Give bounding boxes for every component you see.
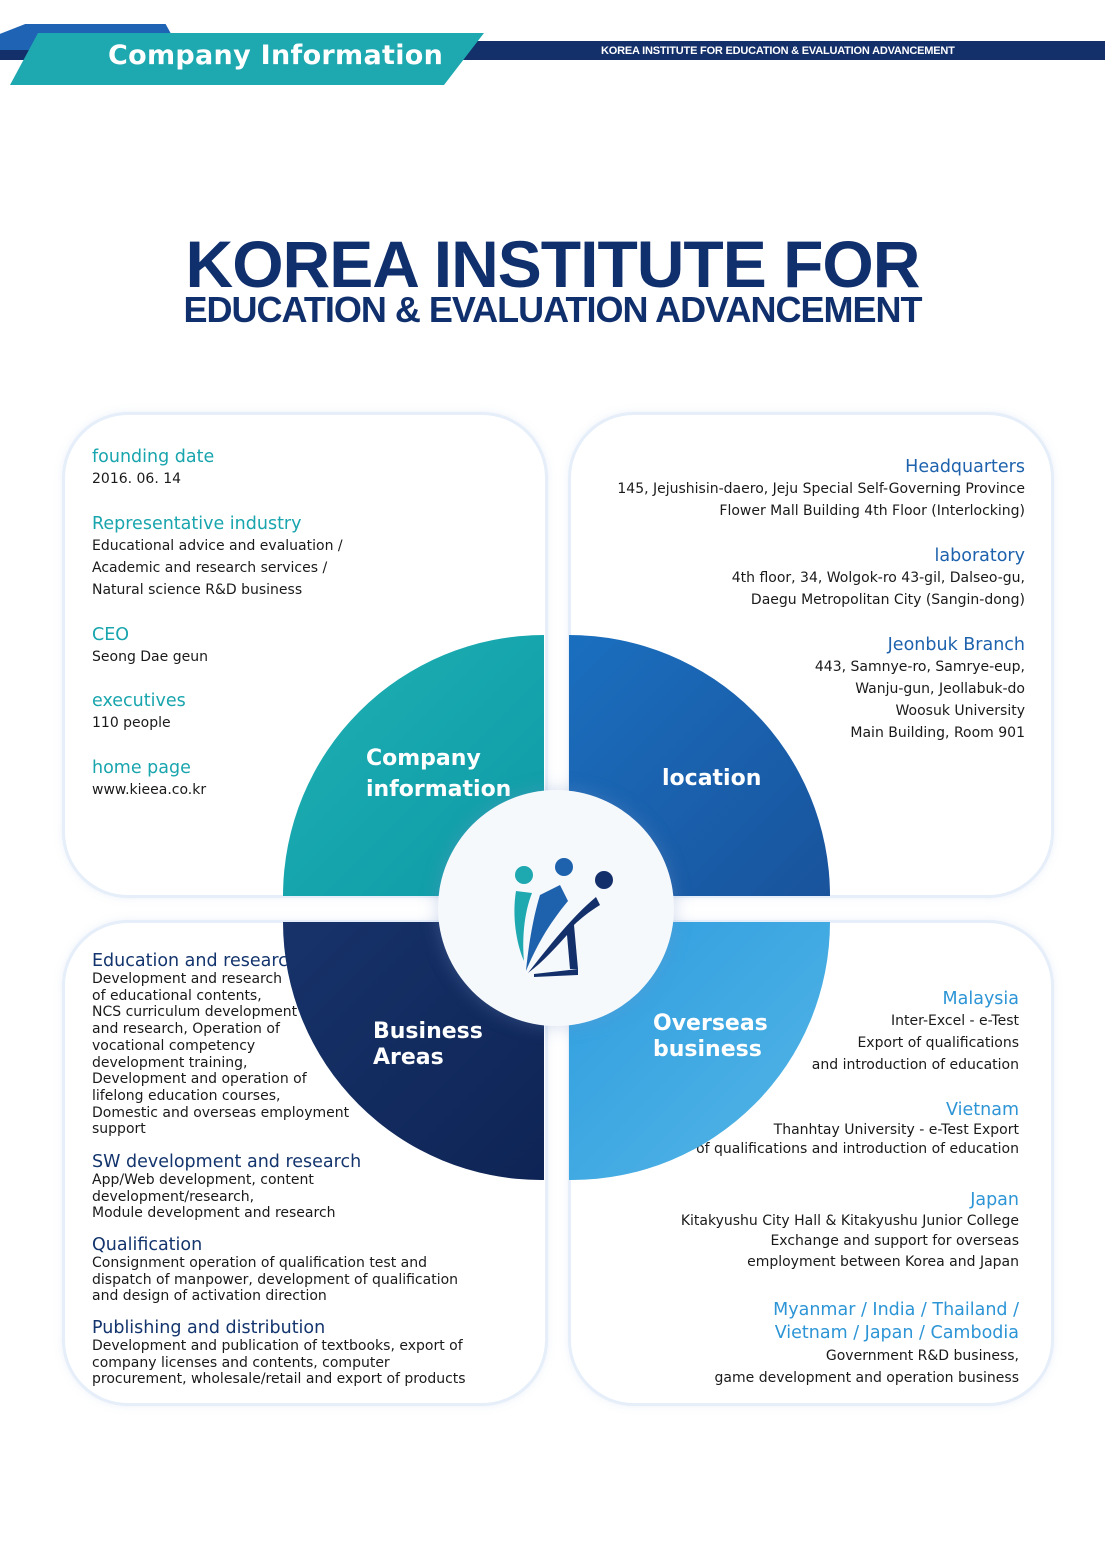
company-info-quadrant-label: Company information xyxy=(366,743,511,805)
multi-country-line: Government R&D business, xyxy=(825,1348,1019,1364)
branch-line: Wanju-gun, Jeollabuk-do xyxy=(855,681,1025,697)
branch-block: Jeonbuk Branch 443, Samnye-ro, Samrye-eu… xyxy=(815,634,1025,744)
edu-research-line: support xyxy=(92,1121,146,1138)
sw-dev-block: SW development and research App/Web deve… xyxy=(92,1153,361,1222)
executives-label: executives xyxy=(92,691,186,711)
ceo-label: CEO xyxy=(92,625,130,645)
malaysia-line: and introduction of education xyxy=(811,1057,1019,1073)
edu-research-line: Development and research xyxy=(92,971,283,987)
quadrant-label-line: Company xyxy=(366,746,481,771)
location-quadrant-label: location xyxy=(662,766,762,791)
laboratory-line: Daegu Metropolitan City (Sangin-dong) xyxy=(750,592,1025,608)
section-title: Company Information xyxy=(108,40,444,71)
headquarters-line: Flower Mall Building 4th Floor (Interloc… xyxy=(719,503,1025,519)
multi-country-block: Myanmar / India / Thailand / Vietnam / J… xyxy=(715,1299,1019,1389)
headquarters-line: 145, Jejushisin-daero, Jeju Special Self… xyxy=(617,481,1025,497)
japan-line: Kitakyushu City Hall & Kitakyushu Junior… xyxy=(680,1213,1019,1229)
industry-line: Academic and research services / xyxy=(92,560,328,576)
edu-research-line: of educational contents, xyxy=(92,987,262,1004)
founding-date-value: 2016. 06. 14 xyxy=(92,471,182,487)
multi-country-label: Myanmar / India / Thailand / xyxy=(773,1300,1019,1320)
laboratory-label: laboratory xyxy=(934,546,1025,566)
qualification-block: Qualification Consignment operation of q… xyxy=(92,1236,458,1305)
quadrant-label-line: Areas xyxy=(373,1045,444,1070)
qualification-line: Consignment operation of qualification t… xyxy=(92,1255,427,1271)
industry-line: Educational advice and evaluation / xyxy=(92,538,343,554)
laboratory-line: 4th floor, 34, Wolgok-ro 43-gil, Dalseo-… xyxy=(731,570,1025,586)
qualification-line: dispatch of manpower, development of qua… xyxy=(92,1271,459,1288)
vietnam-block: Vietnam Thanhtay University - e-Test Exp… xyxy=(696,1099,1019,1159)
publishing-line: procurement, wholesale/retail and export… xyxy=(92,1371,466,1388)
japan-label: Japan xyxy=(970,1190,1019,1210)
overseas-quadrant-label: Overseas business xyxy=(653,1011,768,1063)
founding-date-label: founding date xyxy=(92,447,215,467)
publishing-line: company licenses and contents, computer xyxy=(92,1354,390,1371)
sw-dev-line: Module development and research xyxy=(92,1205,336,1222)
quadrant-label-line: business xyxy=(653,1037,762,1062)
executives-value: 110 people xyxy=(92,715,171,731)
ceo-value: Seong Dae geun xyxy=(92,649,208,665)
malaysia-block: Malaysia Inter-Excel - e-Test Export of … xyxy=(812,988,1019,1076)
edu-research-block: Education and research Development and r… xyxy=(92,952,349,1138)
industry-block: Representative industry Educational advi… xyxy=(92,513,343,601)
people-growth-logo-icon xyxy=(514,858,613,977)
multi-country-line: game development and operation business xyxy=(714,1370,1019,1386)
laboratory-block: laboratory 4th floor, 34, Wolgok-ro 43-g… xyxy=(732,545,1025,611)
branch-line: 443, Samnye-ro, Samrye-eup, xyxy=(814,659,1025,675)
quadrant-label-line: Overseas xyxy=(653,1011,768,1036)
vietnam-label: Vietnam xyxy=(946,1100,1019,1120)
publishing-label: Publishing and distribution xyxy=(92,1318,326,1338)
publishing-block: Publishing and distribution Development … xyxy=(92,1319,466,1388)
ceo-block: CEO Seong Dae geun xyxy=(92,624,208,668)
page-subtitle: EDUCATION & EVALUATION ADVANCEMENT xyxy=(183,289,923,330)
headquarters-label: Headquarters xyxy=(905,457,1025,477)
industry-line: Natural science R&D business xyxy=(92,582,303,598)
publishing-line: Development and publication of textbooks… xyxy=(92,1338,463,1354)
sw-dev-label: SW development and research xyxy=(92,1152,362,1172)
edu-research-line: NCS curriculum development xyxy=(92,1004,298,1021)
homepage-block: home page www.kieea.co.kr xyxy=(92,757,206,801)
japan-line: employment between Korea and Japan xyxy=(747,1254,1019,1270)
header-org-name: KOREA INSTITUTE FOR EDUCATION & EVALUATI… xyxy=(601,45,955,57)
vietnam-line: Thanhtay University - e-Test Export xyxy=(773,1122,1019,1138)
header-tab xyxy=(10,33,484,85)
homepage-label: home page xyxy=(92,758,191,778)
headquarters-block: Headquarters 145, Jejushisin-daero, Jeju… xyxy=(617,456,1025,522)
edu-research-line: lifelong education courses, xyxy=(92,1087,281,1104)
multi-country-label: Vietnam / Japan / Cambodia xyxy=(774,1323,1019,1343)
edu-research-line: vocational competency xyxy=(92,1037,256,1054)
edu-research-label: Education and research xyxy=(92,951,299,971)
malaysia-label: Malaysia xyxy=(942,989,1019,1009)
branch-line: Main Building, Room 901 xyxy=(850,725,1025,741)
branch-label: Jeonbuk Branch xyxy=(887,635,1025,655)
branch-line: Woosuk University xyxy=(895,703,1026,719)
executives-block: executives 110 people xyxy=(92,690,186,734)
japan-block: Japan Kitakyushu City Hall & Kitakyushu … xyxy=(681,1189,1019,1273)
quadrant-label-line: Business xyxy=(373,1019,483,1044)
vietnam-line: of qualifications and introduction of ed… xyxy=(696,1141,1019,1157)
quadrant-label-line: information xyxy=(366,777,512,802)
edu-research-line: Domestic and overseas employment xyxy=(92,1104,350,1121)
edu-research-line: development training, xyxy=(92,1054,248,1071)
business-quadrant-label: Business Areas xyxy=(373,1019,483,1071)
qualification-label: Qualification xyxy=(92,1235,203,1255)
japan-line: Exchange and support for overseas xyxy=(770,1233,1019,1249)
sw-dev-line: development/research, xyxy=(92,1188,255,1205)
founding-date-block: founding date 2016. 06. 14 xyxy=(92,446,214,490)
malaysia-line: Inter-Excel - e-Test xyxy=(890,1013,1019,1029)
homepage-value: www.kieea.co.kr xyxy=(92,782,207,798)
qualification-line: and design of activation direction xyxy=(92,1288,327,1305)
malaysia-line: Export of qualifications xyxy=(857,1035,1019,1051)
edu-research-line: and research, Operation of xyxy=(92,1021,280,1038)
sw-dev-line: App/Web development, content xyxy=(92,1172,314,1188)
page-title: KOREA INSTITUTE FOR xyxy=(185,227,921,301)
industry-label: Representative industry xyxy=(92,514,302,534)
edu-research-line: Development and operation of xyxy=(92,1071,307,1088)
